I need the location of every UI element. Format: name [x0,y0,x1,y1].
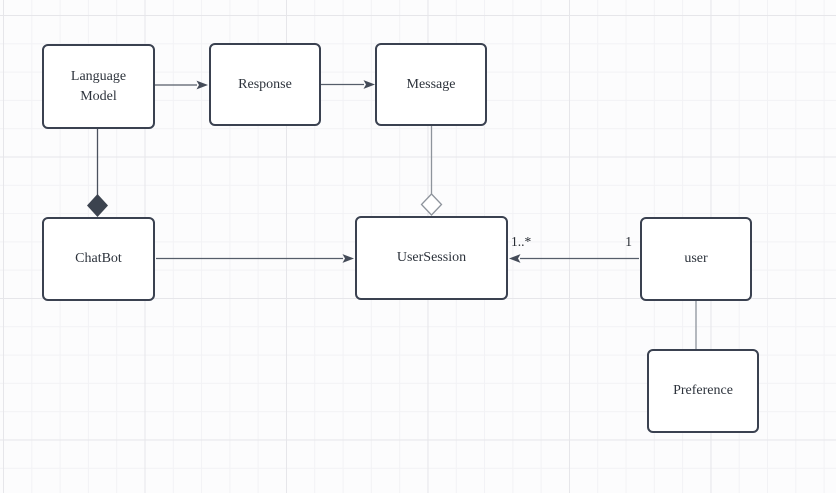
edge-languagemodel-to-response[interactable] [155,80,208,90]
node-label: ChatBot [75,251,122,267]
multiplicity-label-target: 1..* [511,234,532,249]
arrowhead-right-icon [196,80,208,90]
composition-diamond-icon [87,194,108,217]
node-chatbot[interactable]: ChatBot [42,217,155,301]
arrowhead-right-icon [342,254,354,263]
node-preference[interactable]: Preference [647,349,759,433]
arrowhead-right-icon [363,80,375,89]
node-label: Preference [673,383,733,399]
node-usersession[interactable]: UserSession [355,216,508,300]
arrowhead-left-icon [509,254,521,263]
node-label: Language Model [70,69,127,104]
node-label: user [684,251,708,267]
edge-user-to-usersession[interactable] [509,254,639,263]
edge-message-to-usersession[interactable] [420,126,443,216]
node-user[interactable]: user [640,217,752,301]
node-label: UserSession [396,250,467,266]
node-message[interactable]: Message [375,43,487,126]
multiplicity-label-source: 1 [625,234,632,249]
edge-response-to-message[interactable] [321,80,375,89]
node-response[interactable]: Response [209,43,321,126]
edge-chatbot-to-usersession[interactable] [156,254,354,263]
node-label: Message [406,76,456,92]
aggregation-diamond-icon [420,193,443,216]
node-label: Response [238,76,292,92]
edge-languagemodel-to-chatbot[interactable] [87,129,108,217]
node-language-model[interactable]: Language Model [42,44,155,129]
